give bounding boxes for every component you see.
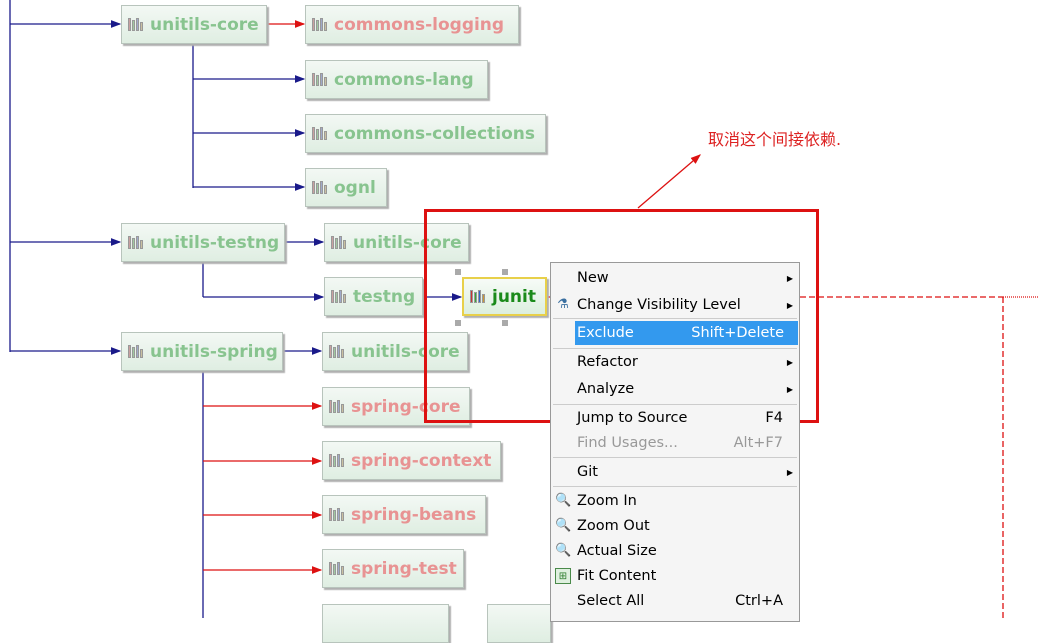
node-label: unitils-spring (150, 341, 278, 362)
menu-item-change-visibility-level[interactable]: ⚗ Change Visibility Level ▶ (551, 293, 799, 317)
annotation-text: 取消这个间接依赖. (708, 130, 842, 149)
node-label: unitils-core (150, 14, 259, 35)
menu-item-label: Fit Content (577, 568, 657, 584)
menu-item-analyze[interactable]: Analyze ▶ (551, 377, 799, 401)
library-icon (312, 73, 328, 86)
dependency-node[interactable]: spring-context (322, 441, 501, 480)
menu-item-label: Actual Size (577, 543, 657, 559)
dependency-node[interactable]: commons-logging (305, 5, 519, 44)
library-icon (329, 345, 345, 358)
menu-item-shortcut: Alt+F7 (733, 435, 783, 451)
menu-item-new[interactable]: New ▶ (551, 266, 799, 290)
library-icon (329, 562, 345, 575)
node-label: ognl (334, 177, 376, 198)
library-icon (329, 400, 345, 413)
library-icon (329, 508, 345, 521)
selection-handle[interactable] (502, 269, 508, 275)
dependency-edges (9, 0, 1038, 618)
library-icon (470, 290, 486, 303)
node-label: unitils-testng (150, 232, 280, 253)
node-label: testng (353, 286, 416, 307)
dependency-node[interactable]: testng (324, 277, 423, 316)
node-label: junit (492, 286, 536, 307)
node-label: unitils-core (353, 232, 462, 253)
menu-item-select-all[interactable]: Select All Ctrl+A (551, 589, 799, 613)
library-icon (331, 236, 347, 249)
filter-icon: ⚗ (557, 297, 569, 312)
menu-item-exclude[interactable]: Exclude Shift+Delete (575, 321, 798, 345)
menu-item-refactor[interactable]: Refactor ▶ (551, 350, 799, 374)
node-label: commons-logging (334, 14, 505, 35)
menu-separator (553, 457, 797, 458)
dependency-node[interactable]: ognl (305, 168, 387, 207)
selection-handle[interactable] (455, 320, 461, 326)
menu-item-label: Change Visibility Level (577, 297, 741, 313)
menu-item-label: Zoom Out (577, 518, 650, 534)
library-icon (312, 181, 328, 194)
library-icon (329, 454, 345, 467)
selection-handle[interactable] (502, 320, 508, 326)
partial-node[interactable] (487, 604, 551, 643)
menu-item-label: New (577, 270, 609, 286)
selection-handle[interactable] (455, 269, 461, 275)
dependency-node[interactable]: spring-beans (322, 495, 486, 534)
menu-separator (553, 404, 797, 405)
library-icon (312, 18, 328, 31)
dependency-node[interactable]: junit (462, 277, 547, 316)
menu-item-label: Select All (577, 593, 645, 609)
menu-separator (553, 348, 797, 349)
dependency-node[interactable]: unitils-core (322, 332, 468, 371)
menu-item-shortcut: Shift+Delete (691, 325, 784, 341)
node-label: spring-test (351, 558, 457, 579)
menu-item-label: Zoom In (577, 493, 637, 509)
menu-item-jump-to-source[interactable]: Jump to Source F4 (551, 406, 799, 430)
menu-separator (553, 318, 797, 319)
submenu-arrow-icon: ▶ (786, 273, 793, 283)
library-icon (312, 127, 328, 140)
menu-item-zoom-out[interactable]: 🔍 Zoom Out (551, 514, 799, 538)
menu-item-shortcut: F4 (765, 410, 783, 426)
node-label: commons-lang (334, 69, 474, 90)
submenu-arrow-icon: ▶ (786, 357, 793, 367)
submenu-arrow-icon: ▶ (786, 300, 793, 310)
dependency-node[interactable]: commons-collections (305, 114, 546, 153)
context-menu: New ▶ ⚗ Change Visibility Level ▶ Exclude Sh… (550, 262, 800, 622)
partial-node[interactable] (322, 604, 449, 643)
dependency-node[interactable]: unitils-spring (121, 332, 283, 371)
menu-item-fit-content[interactable]: ⊞ Fit Content (551, 564, 799, 588)
library-icon (128, 18, 144, 31)
actual-size-icon: 🔍 (555, 543, 572, 558)
menu-item-label: Jump to Source (577, 410, 688, 426)
node-label: commons-collections (334, 123, 536, 144)
library-icon (128, 236, 144, 249)
menu-item-label: Refactor (577, 354, 638, 370)
submenu-arrow-icon: ▶ (786, 467, 793, 477)
node-label: unitils-core (351, 341, 460, 362)
dependency-node[interactable]: commons-lang (305, 60, 488, 99)
library-icon (331, 290, 347, 303)
fit-content-icon: ⊞ (555, 568, 571, 584)
menu-item-find-usages[interactable]: Find Usages... Alt+F7 (551, 431, 799, 455)
node-label: spring-core (351, 396, 461, 417)
dependency-node[interactable]: unitils-testng (121, 223, 285, 262)
dependency-node[interactable]: spring-core (322, 387, 470, 426)
dependency-node[interactable]: unitils-core (324, 223, 469, 262)
submenu-arrow-icon: ▶ (786, 384, 793, 394)
node-label: spring-beans (351, 504, 477, 525)
menu-item-actual-size[interactable]: 🔍 Actual Size (551, 539, 799, 563)
menu-item-git[interactable]: Git ▶ (551, 460, 799, 484)
zoom-out-icon: 🔍 (555, 518, 572, 533)
node-label: spring-context (351, 450, 492, 471)
menu-item-label: Analyze (577, 381, 635, 397)
menu-item-label: Exclude (577, 325, 634, 341)
menu-item-shortcut: Ctrl+A (735, 593, 783, 609)
library-icon (128, 345, 144, 358)
menu-item-label: Git (577, 464, 598, 480)
menu-separator (553, 486, 797, 487)
dependency-node[interactable]: spring-test (322, 549, 464, 588)
dependency-node[interactable]: unitils-core (121, 5, 267, 44)
menu-item-zoom-in[interactable]: 🔍 Zoom In (551, 489, 799, 513)
menu-item-label: Find Usages... (577, 435, 678, 451)
zoom-in-icon: 🔍 (555, 493, 572, 508)
